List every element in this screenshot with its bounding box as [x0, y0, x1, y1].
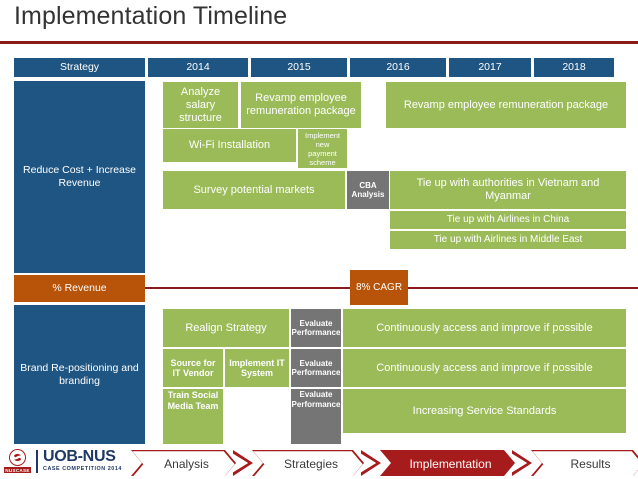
nuscase-emblem-icon	[9, 449, 26, 466]
task-tieup-vietnam-myanmar[interactable]: Tie up with authorities in Vietnam and M…	[390, 171, 626, 209]
task-realign-strategy[interactable]: Realign Strategy	[163, 309, 289, 347]
task-wifi-installation[interactable]: Wi-Fi Installation	[163, 129, 296, 162]
nav-arrow-2-icon	[361, 450, 381, 476]
header-cell-strategy: Strategy	[14, 58, 145, 77]
header-cell-2014: 2014	[148, 58, 248, 77]
nav-chevron-analysis[interactable]: Analysis	[131, 450, 236, 476]
logo-subtitle: CASE COMPETITION 2014	[43, 466, 122, 473]
timeline-header-row: Strategy 2014 2015 2016 2017 2018	[14, 58, 614, 77]
nav-chevron-implementation[interactable]: Implementation	[380, 450, 515, 476]
task-revamp-remuneration-a[interactable]: Revamp employee remuneration package	[241, 82, 361, 128]
task-evaluate-performance-3[interactable]: Evaluate Performance	[291, 389, 341, 444]
task-continuously-improve-1[interactable]: Continuously access and improve if possi…	[343, 309, 626, 347]
uob-nus-logo: NUSCASE UOB-NUS CASE COMPETITION 2014	[3, 449, 122, 473]
task-increasing-service-standards[interactable]: Increasing Service Standards	[343, 389, 626, 433]
header-cell-2017: 2017	[449, 58, 531, 77]
nav-label-strategies: Strategies	[253, 451, 362, 477]
task-evaluate-performance-2[interactable]: Evaluate Performance	[291, 349, 341, 387]
task-analyze-salary-structure[interactable]: Analyze salary structure	[163, 82, 238, 128]
category-reduce-cost: Reduce Cost + Increase Revenue	[14, 81, 145, 273]
nav-label-implementation: Implementation	[381, 451, 513, 477]
task-tieup-airlines-middle-east[interactable]: Tie up with Airlines in Middle East	[390, 231, 626, 249]
task-source-it-vendor[interactable]: Source for IT Vendor	[163, 349, 223, 387]
implementation-timeline-chart: Strategy 2014 2015 2016 2017 2018 Reduce…	[14, 58, 638, 444]
title-divider	[0, 41, 638, 44]
task-evaluate-performance-1[interactable]: Evaluate Performance	[291, 309, 341, 347]
page-title: Implementation Timeline	[14, 2, 288, 30]
nuscase-logo-mark: NUSCASE	[3, 449, 32, 473]
category-percent-revenue: % Revenue	[14, 275, 145, 302]
task-survey-potential-markets[interactable]: Survey potential markets	[163, 171, 345, 209]
category-brand-repositioning: Brand Re-positioning and branding	[14, 305, 145, 444]
header-cell-2018: 2018	[534, 58, 614, 77]
task-implement-it-system[interactable]: Implement IT System	[225, 349, 289, 387]
revenue-trend-line-right	[408, 287, 638, 289]
header-cell-2016: 2016	[350, 58, 446, 77]
task-revamp-remuneration-b[interactable]: Revamp employee remuneration package	[386, 82, 626, 128]
header-cell-2015: 2015	[251, 58, 347, 77]
revenue-trend-line-left	[145, 287, 350, 289]
slide-footer: NUSCASE UOB-NUS CASE COMPETITION 2014 An…	[0, 447, 638, 479]
task-tieup-airlines-china[interactable]: Tie up with Airlines in China	[390, 211, 626, 229]
nav-label-analysis: Analysis	[132, 451, 234, 477]
revenue-cagr-marker[interactable]: 8% CAGR	[350, 270, 408, 305]
slide-progress-nav: Analysis Strategies Implementation Resul…	[131, 450, 638, 476]
task-implement-payment-scheme[interactable]: Implement new payment scheme	[298, 129, 347, 168]
logo-text-block: UOB-NUS CASE COMPETITION 2014	[43, 449, 122, 472]
nav-chevron-strategies[interactable]: Strategies	[252, 450, 364, 476]
task-continuously-improve-2[interactable]: Continuously access and improve if possi…	[343, 349, 626, 387]
nav-label-results: Results	[532, 451, 638, 477]
logo-brand: UOB-NUS	[43, 448, 116, 466]
nav-chevron-results[interactable]: Results	[531, 450, 638, 476]
task-cba-analysis[interactable]: CBA Analysis	[347, 171, 389, 209]
nav-arrow-3-icon	[512, 450, 532, 476]
nav-arrow-1-icon	[233, 450, 253, 476]
nuscase-wordmark: NUSCASE	[3, 467, 32, 473]
logo-divider	[36, 449, 38, 473]
task-train-social-media-team[interactable]: Train Social Media Team	[163, 389, 223, 444]
